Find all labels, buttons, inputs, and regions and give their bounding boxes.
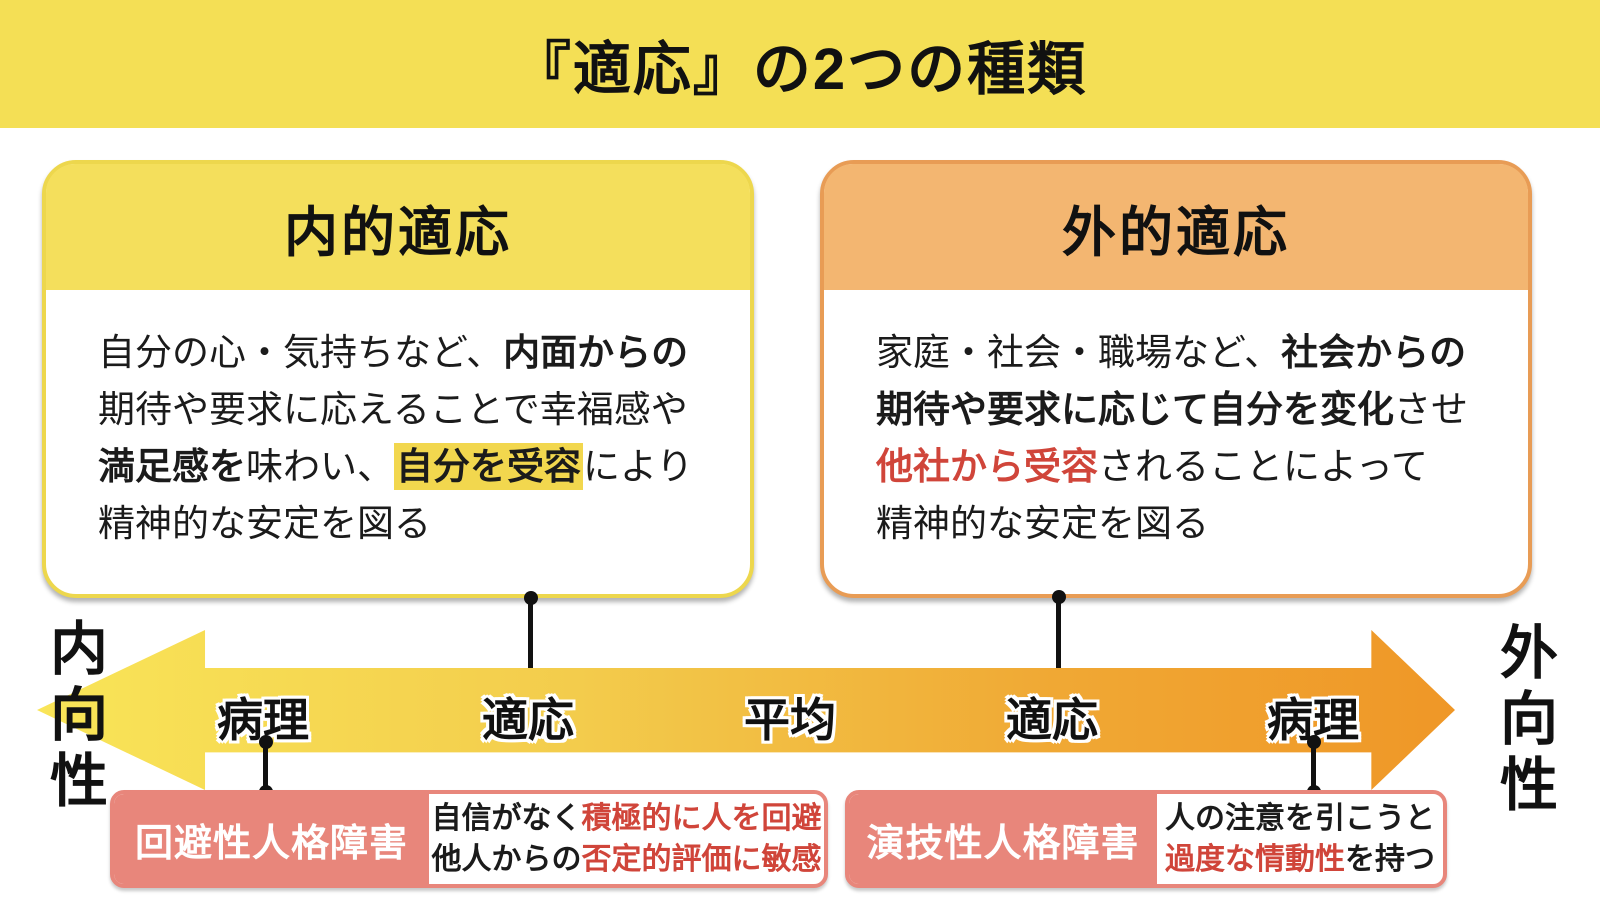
axis-label-average: 平均 [744, 694, 836, 746]
disorder-desc-avoidant: 自信がなく積極的に人を回避 他人からの否定的評価に敏感 [429, 794, 824, 884]
connector-external-to-axis [1056, 597, 1061, 675]
text-segment-highlighted: 自分を受容 [394, 443, 583, 490]
text-line: 人の注意を引こうと [1165, 798, 1435, 839]
card-external-body: 家庭・社会・職場など、社会からの 期待や要求に応じて自分を変化させ 他社から受容… [824, 290, 1528, 552]
card-external-header: 外的適応 [824, 164, 1528, 290]
text-line: 期待や要求に応えることで幸福感や [98, 381, 720, 438]
text-segment: 精神的な安定を図る [98, 503, 431, 544]
text-line: 自信がなく積極的に人を回避 [432, 798, 822, 839]
disorder-box-avoidant: 回避性人格障害 自信がなく積極的に人を回避 他人からの否定的評価に敏感 [110, 790, 828, 888]
text-segment: により [583, 446, 694, 487]
text-segment: 精神的な安定を図る [876, 503, 1209, 544]
text-segment-bold: 期待や要求に応じて自分を変化 [876, 389, 1394, 430]
text-segment-red: 過度な情動性 [1165, 843, 1345, 876]
text-line: 精神的な安定を図る [98, 495, 720, 552]
text-line: 期待や要求に応じて自分を変化させ [876, 381, 1498, 438]
card-internal-body: 自分の心・気持ちなど、内面からの 期待や要求に応えることで幸福感や 満足感を味わ… [46, 290, 750, 552]
card-internal-header: 内的適応 [46, 164, 750, 290]
text-segment: されることによって [1098, 446, 1429, 487]
introversion-label: 内向性 [41, 618, 106, 816]
text-segment-bold: 社会からの [1281, 332, 1467, 373]
text-segment: させ [1394, 389, 1468, 430]
disorder-desc-histrionic: 人の注意を引こうと 過度な情動性を持つ [1157, 794, 1443, 884]
text-segment: 人の注意を引こうと [1165, 802, 1435, 835]
text-segment: 自分の心・気持ちなど、 [98, 332, 504, 373]
text-segment: 他人からの [431, 843, 582, 876]
text-segment: を持つ [1345, 843, 1435, 876]
text-segment-red: 否定的評価に敏感 [581, 843, 822, 876]
disorder-name-histrionic: 演技性人格障害 [849, 794, 1157, 884]
extroversion-label: 外向性 [1491, 622, 1556, 820]
text-line: 過度な情動性を持つ [1165, 839, 1435, 880]
title-banner: 『適応』の2つの種類 [0, 0, 1600, 128]
connector-internal-to-axis [528, 598, 533, 678]
text-segment-red: 他社から受容 [876, 446, 1098, 487]
axis-label-adaptation-right: 適応 [1006, 694, 1098, 746]
text-segment: 家庭・社会・職場など、 [876, 332, 1282, 373]
text-segment: 自信がなく [431, 802, 582, 835]
card-external-adaptation: 外的適応 家庭・社会・職場など、社会からの 期待や要求に応じて自分を変化させ 他… [820, 160, 1532, 598]
text-segment: 期待や要求に応えることで幸福感や [98, 389, 688, 430]
disorder-box-histrionic: 演技性人格障害 人の注意を引こうと 過度な情動性を持つ [845, 790, 1447, 888]
text-line: 精神的な安定を図る [876, 495, 1498, 552]
text-line: 自分の心・気持ちなど、内面からの [98, 324, 720, 381]
text-line: 満足感を味わい、自分を受容により [98, 438, 720, 495]
card-internal-adaptation: 内的適応 自分の心・気持ちなど、内面からの 期待や要求に応えることで幸福感や 満… [42, 160, 754, 598]
text-line: 他人からの否定的評価に敏感 [432, 839, 822, 880]
text-segment-red: 積極的に人を回避 [581, 802, 822, 835]
disorder-name-avoidant: 回避性人格障害 [114, 794, 429, 884]
text-line: 家庭・社会・職場など、社会からの [876, 324, 1498, 381]
text-segment-bold: 内面からの [503, 332, 689, 373]
text-line: 他社から受容されることによって [876, 438, 1498, 495]
connector-pathology-right-to-box [1311, 742, 1316, 792]
connector-pathology-left-to-box [263, 742, 268, 792]
text-segment: 味わい、 [246, 446, 394, 487]
axis-label-adaptation-left: 適応 [482, 694, 574, 746]
text-segment-bold: 満足感を [98, 446, 246, 487]
page-title: 『適応』の2つの種類 [512, 37, 1088, 102]
